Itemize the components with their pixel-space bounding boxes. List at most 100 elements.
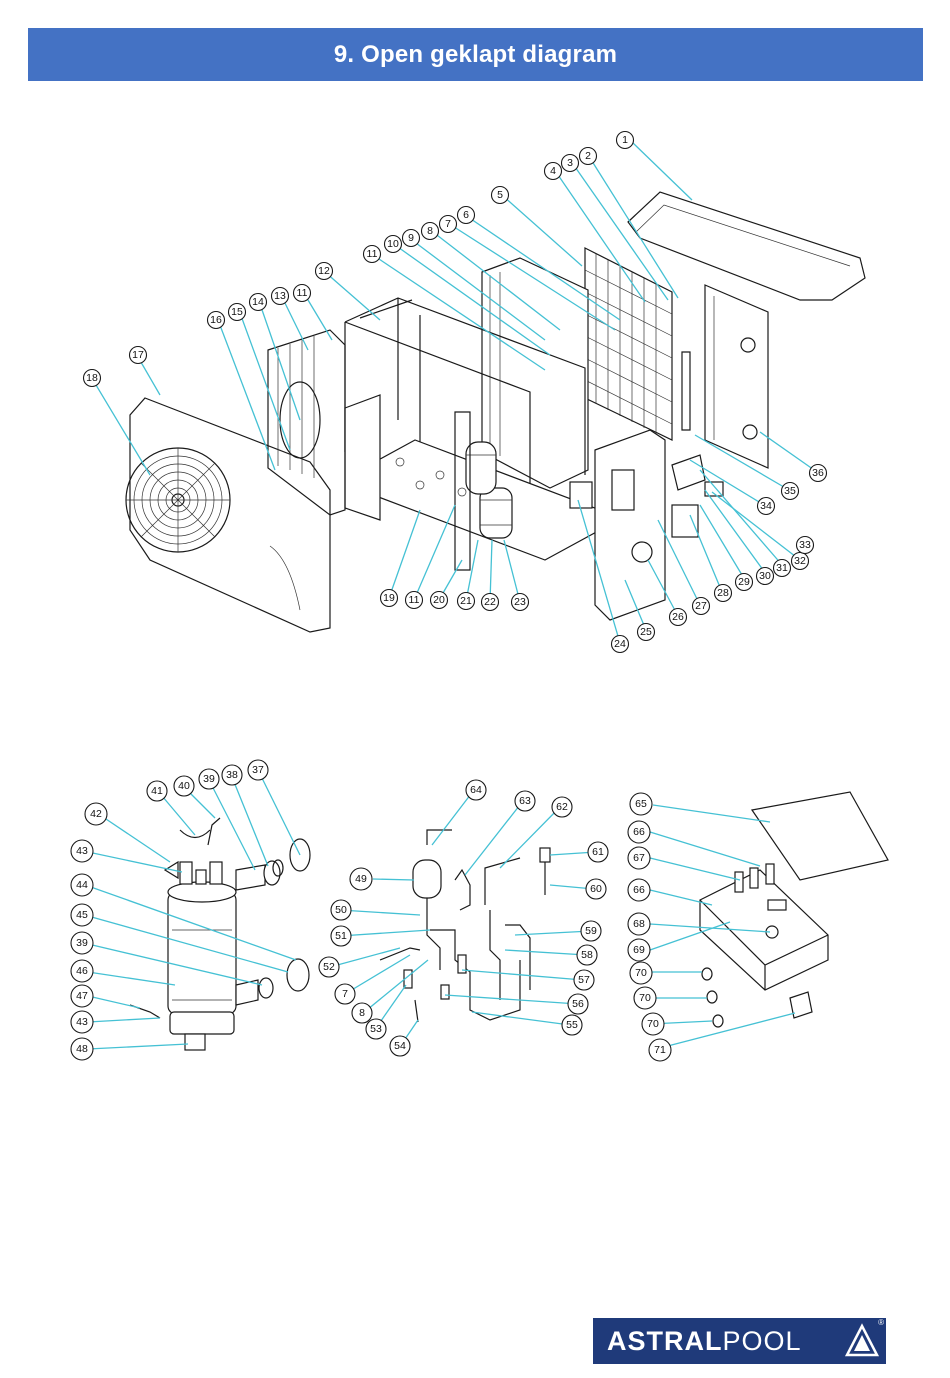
callout-39b: 39	[71, 932, 93, 954]
svg-text:57: 57	[578, 974, 590, 986]
svg-text:42: 42	[90, 808, 102, 820]
callout-24: 24	[612, 636, 629, 653]
svg-text:69: 69	[633, 944, 645, 956]
main-assembly-drawing	[126, 192, 865, 632]
callout-3: 3	[562, 155, 579, 172]
svg-text:24: 24	[614, 638, 626, 650]
svg-text:34: 34	[760, 500, 772, 512]
callout-58: 58	[577, 945, 597, 965]
svg-text:28: 28	[717, 587, 729, 599]
callout-69: 69	[628, 939, 650, 961]
svg-text:20: 20	[433, 594, 445, 606]
svg-text:38: 38	[226, 769, 238, 781]
callout-51: 51	[331, 926, 351, 946]
svg-text:39: 39	[203, 773, 215, 785]
svg-text:63: 63	[519, 795, 531, 807]
callout-41: 41	[147, 781, 167, 801]
svg-text:70: 70	[647, 1018, 659, 1030]
callout-23: 23	[512, 594, 529, 611]
callout-59: 59	[581, 921, 601, 941]
svg-text:43: 43	[76, 845, 88, 857]
callout-63: 63	[515, 791, 535, 811]
svg-text:29: 29	[738, 576, 750, 588]
callout-11a: 11	[364, 246, 381, 263]
svg-text:26: 26	[672, 611, 684, 623]
callout-60: 60	[586, 879, 606, 899]
callout-43b: 43	[71, 1011, 93, 1033]
svg-text:52: 52	[323, 961, 335, 973]
callout-6: 6	[458, 207, 475, 224]
callout-46: 46	[71, 960, 93, 982]
callout-12: 12	[316, 263, 333, 280]
svg-text:39: 39	[76, 937, 88, 949]
svg-text:70: 70	[639, 992, 651, 1004]
callout-54: 54	[390, 1036, 410, 1056]
callout-13: 13	[272, 288, 289, 305]
callout-29: 29	[736, 574, 753, 591]
astralpool-logo: ASTRALPOOL ®	[593, 1318, 886, 1364]
callout-5: 5	[492, 187, 509, 204]
svg-text:23: 23	[514, 596, 526, 608]
callout-49: 49	[350, 868, 372, 890]
svg-text:50: 50	[335, 904, 347, 916]
callout-27: 27	[693, 598, 710, 615]
callout-11b: 11	[294, 285, 311, 302]
callout-26: 26	[670, 609, 687, 626]
svg-text:8: 8	[427, 225, 433, 237]
callout-71: 71	[649, 1039, 671, 1061]
callout-21: 21	[458, 593, 475, 610]
svg-text:41: 41	[151, 785, 163, 797]
refrigerant-piping-drawing	[380, 830, 550, 1022]
callout-17: 17	[130, 347, 147, 364]
callout-57: 57	[574, 970, 594, 990]
callout-4: 4	[545, 163, 562, 180]
svg-text:7: 7	[445, 218, 451, 230]
callout-38: 38	[222, 765, 242, 785]
callout-43a: 43	[71, 840, 93, 862]
callout-8b: 8	[352, 1003, 372, 1023]
callout-31: 31	[774, 560, 791, 577]
callout-62: 62	[552, 797, 572, 817]
callout-42: 42	[85, 803, 107, 825]
callout-70c: 70	[642, 1013, 664, 1035]
svg-text:35: 35	[784, 485, 796, 497]
svg-text:2: 2	[585, 150, 591, 162]
callout-28: 28	[715, 585, 732, 602]
svg-text:68: 68	[633, 918, 645, 930]
svg-text:37: 37	[252, 764, 264, 776]
svg-text:51: 51	[335, 930, 347, 942]
svg-text:5: 5	[497, 189, 503, 201]
svg-text:60: 60	[590, 883, 602, 895]
callout-32: 32	[792, 553, 809, 570]
svg-text:12: 12	[318, 265, 330, 277]
svg-text:47: 47	[76, 990, 88, 1002]
callout-65: 65	[630, 793, 652, 815]
callout-14: 14	[250, 294, 267, 311]
svg-text:10: 10	[387, 238, 399, 250]
svg-text:11: 11	[409, 594, 420, 606]
callout-70a: 70	[630, 962, 652, 984]
callout-47: 47	[71, 985, 93, 1007]
callout-7: 7	[440, 216, 457, 233]
electrical-box-drawing	[700, 792, 888, 1027]
svg-text:27: 27	[695, 600, 707, 612]
callout-35: 35	[782, 483, 799, 500]
svg-text:32: 32	[794, 555, 806, 567]
svg-text:43: 43	[76, 1016, 88, 1028]
svg-text:17: 17	[132, 349, 144, 361]
callout-16: 16	[208, 312, 225, 329]
svg-text:13: 13	[274, 290, 286, 302]
callout-1: 1	[617, 132, 634, 149]
callout-52: 52	[319, 957, 339, 977]
callout-50: 50	[331, 900, 351, 920]
callout-33: 33	[797, 537, 814, 554]
callout-9: 9	[403, 230, 420, 247]
svg-text:46: 46	[76, 965, 88, 977]
svg-text:11: 11	[367, 248, 378, 260]
logo-wordmark: ASTRALPOOL	[593, 1326, 802, 1357]
callout-66b: 66	[628, 879, 650, 901]
callout-45: 45	[71, 904, 93, 926]
svg-text:58: 58	[581, 949, 593, 961]
svg-text:44: 44	[76, 879, 88, 891]
